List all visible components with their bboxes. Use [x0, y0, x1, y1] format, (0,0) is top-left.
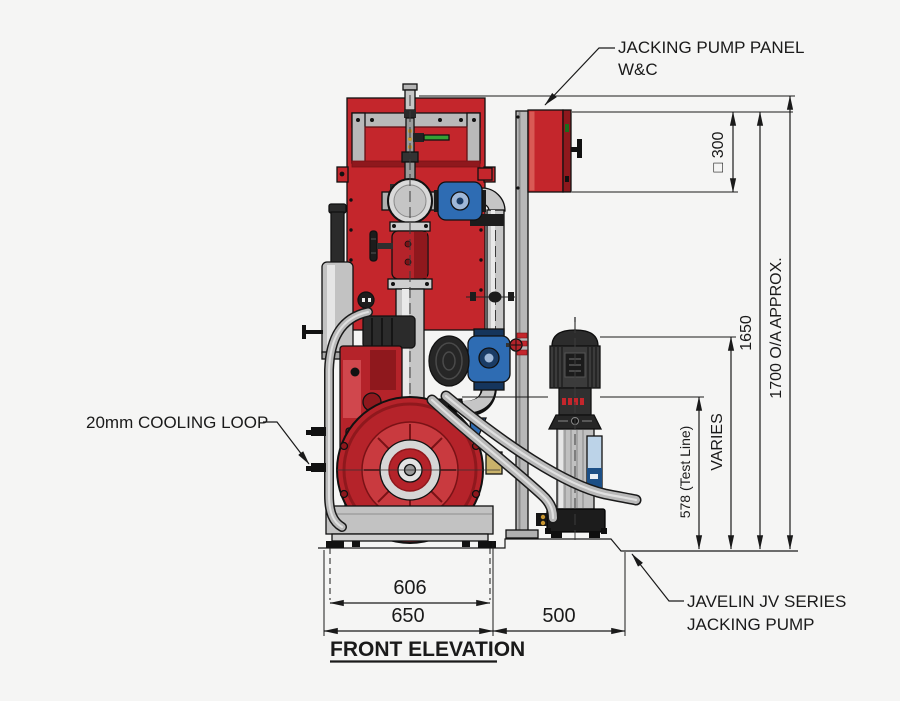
dim-panel-300: □ 300 — [710, 111, 737, 193]
dim-578-label: 578 (Test Line) — [677, 426, 693, 519]
dim-606: 606 — [329, 577, 491, 607]
callout-panel-line1: JACKING PUMP PANEL — [618, 38, 804, 57]
panel-handle — [571, 139, 582, 158]
dim-panel-300-label: □ 300 — [710, 132, 727, 173]
panel-mounting-pillar — [505, 110, 539, 539]
dim-varies: VARIES — [709, 336, 735, 550]
callout-cooling-loop: 20mm COOLING LOOP — [86, 413, 310, 465]
circulator-pump-top — [434, 181, 515, 337]
jockey-pump — [536, 317, 607, 540]
valve-handwheel — [369, 230, 393, 262]
callout-javelin-jacking-pump: JAVELIN JV SERIES JACKING PUMP — [631, 553, 846, 634]
callouts: JACKING PUMP PANEL W&C 20mm COOLING LOOP… — [86, 38, 846, 634]
dim-650: 650 — [323, 605, 494, 635]
dim-1650: 1650 — [738, 111, 764, 550]
callout-panel-line2: W&C — [618, 60, 658, 79]
jacking-pump-panel — [527, 109, 582, 193]
baseplate-plinth — [325, 505, 496, 548]
view-title: FRONT ELEVATION — [330, 638, 525, 663]
dim-500: 500 — [492, 605, 626, 635]
mid-valve-handwheel — [506, 338, 523, 352]
dim-578-test-line: 578 (Test Line) — [677, 396, 703, 550]
dim-varies-label: VARIES — [709, 413, 726, 471]
dim-606-label: 606 — [393, 577, 426, 599]
cooling-loop-ports — [306, 427, 326, 472]
dim-500-label: 500 — [542, 605, 575, 627]
flexible-hoses — [324, 307, 642, 532]
valve-lever-top — [413, 133, 450, 142]
dim-1700-label: 1700 O/A APPROX. — [768, 257, 785, 398]
dim-1650-label: 1650 — [738, 315, 755, 351]
callout-javelin-line2: JACKING PUMP — [687, 615, 815, 634]
muffler-bracket — [302, 325, 323, 339]
exhaust-muffler — [302, 203, 354, 360]
dim-650-label: 650 — [391, 605, 424, 627]
pump-label — [586, 435, 603, 489]
callout-jacking-pump-panel: JACKING PUMP PANEL W&C — [544, 38, 804, 106]
floor-line — [318, 538, 798, 552]
callout-javelin-line1: JAVELIN JV SERIES — [687, 592, 846, 611]
view-title-label: FRONT ELEVATION — [330, 638, 525, 661]
dim-1700-overall: 1700 O/A APPROX. — [768, 95, 794, 550]
callout-cooling-loop-label: 20mm COOLING LOOP — [86, 413, 268, 432]
dimensions: □ 300 1650 1700 O/A APPROX. VARIES 578 (… — [323, 95, 795, 636]
